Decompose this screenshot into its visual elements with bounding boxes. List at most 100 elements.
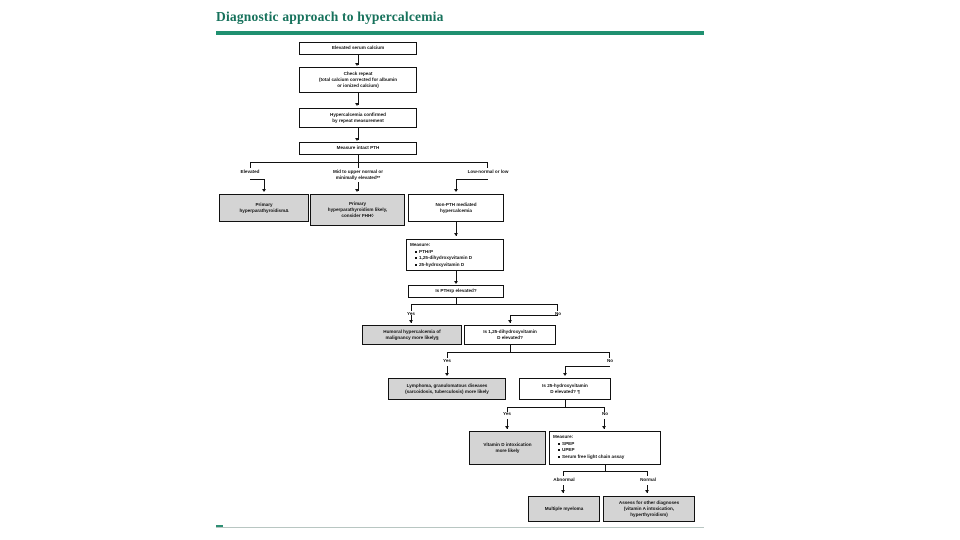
measure-labs-list: PTHrP 1,25-dihydroxyvitamin D 25-hydroxy… bbox=[410, 248, 472, 268]
connector-pth-left bbox=[250, 162, 251, 168]
connector-spep-bus bbox=[563, 471, 647, 472]
connector-pth-mid bbox=[357, 162, 359, 168]
edge-label-spep-abnormal: Abnormal bbox=[553, 477, 575, 482]
arrow-n7-n8 bbox=[453, 233, 458, 236]
edge-label-vitd125-no: No bbox=[606, 358, 614, 363]
connector-pthrp-right bbox=[557, 304, 558, 311]
connector-spep-left bbox=[563, 471, 564, 476]
connector-pth-bus bbox=[250, 162, 487, 163]
edge-label-pthrp-no: No bbox=[554, 311, 562, 316]
arrow-to-primary-hpt bbox=[261, 189, 266, 192]
page-title: Diagnostic approach to hypercalcemia bbox=[216, 9, 444, 24]
list-item: PTHrP bbox=[415, 249, 472, 255]
connector-vitd25-right bbox=[604, 407, 605, 412]
node-is-125-dihydroxyvitamin-d-elevated: Is 1,25-dihydroxyvitamin D elevated? bbox=[464, 325, 556, 345]
connector-vitd125-left bbox=[447, 352, 448, 358]
list-item: 1,25-dihydroxyvitamin D bbox=[415, 255, 472, 261]
connector-pth-right-jog bbox=[456, 179, 488, 180]
node-vitamin-d-intoxication: Vitamin D intoxication more likely bbox=[469, 431, 546, 465]
arrow-n3-n4 bbox=[355, 138, 359, 141]
node-check-repeat: Check repeat (total calcium corrected fo… bbox=[299, 67, 417, 93]
connector-spep-abnormal-drop bbox=[563, 485, 564, 493]
node-primary-hpt-likely-fhh: Primary hyperparathyroidism likely, cons… bbox=[310, 194, 405, 226]
arrow-pthrp-yes bbox=[408, 320, 413, 323]
connector-n1-n2 bbox=[357, 55, 359, 65]
connector-spep-normal-drop bbox=[647, 485, 648, 493]
connector-pth-left-jog bbox=[250, 179, 265, 180]
connector-vitd25-stem bbox=[565, 400, 566, 407]
connector-vitd125-no-drop bbox=[565, 366, 566, 375]
arrow-vitd125-no bbox=[562, 373, 567, 376]
arrow-vitd25-no bbox=[601, 426, 606, 429]
edge-label-pthrp-yes: Yes bbox=[407, 311, 415, 316]
measure-labs-heading: Measure: bbox=[410, 242, 431, 247]
edge-label-pth-low: Low-normal or low bbox=[467, 169, 509, 174]
arrow-to-primary-hpt-likely bbox=[355, 189, 359, 192]
connector-vitd125-bus bbox=[447, 352, 609, 353]
node-measure-labs: Measure: PTHrP 1,25-dihydroxyvitamin D 2… bbox=[406, 239, 504, 271]
connector-pthrp-no-drop bbox=[510, 315, 511, 323]
arrow-n2-n3 bbox=[355, 103, 359, 106]
myeloma-labs-list: SPEP UPEP Serum free light chain assay bbox=[553, 440, 624, 460]
edge-label-vitd25-yes: Yes bbox=[503, 411, 511, 416]
edge-label-pth-mid-l1: Mid to upper normal or bbox=[332, 169, 384, 174]
arrow-n1-n2 bbox=[355, 63, 359, 66]
list-item: UPEP bbox=[558, 447, 624, 453]
list-item: SPEP bbox=[558, 441, 624, 447]
node-lymphoma-granulomatous: Lymphoma, granulomatous diseases (sarcoi… bbox=[388, 378, 506, 400]
connector-vitd25-no-drop bbox=[604, 419, 605, 429]
edge-label-vitd125-yes: Yes bbox=[443, 358, 451, 363]
connector-pthrp-bus bbox=[411, 304, 557, 305]
connector-vitd25-left bbox=[507, 407, 508, 412]
connector-vitd25-yes-drop bbox=[507, 419, 508, 429]
footer-accent-tick bbox=[216, 525, 223, 528]
arrow-to-non-pth bbox=[453, 189, 458, 192]
connector-n7-n8 bbox=[456, 222, 457, 236]
connector-pth-left-drop bbox=[264, 179, 265, 191]
node-non-pth-mediated-hypercalcemia: Non-PTH mediated hypercalcemia bbox=[408, 194, 504, 222]
connector-spep-right bbox=[647, 471, 648, 476]
arrow-vitd25-yes bbox=[504, 426, 509, 429]
edge-label-pth-mid: Mid to upper normal or minimally elevate… bbox=[310, 169, 406, 181]
footer-divider bbox=[216, 527, 704, 528]
node-measure-intact-pth: Measure intact PTH bbox=[299, 142, 417, 155]
connector-vitd125-yes-drop bbox=[447, 366, 448, 375]
connector-pth-right bbox=[487, 162, 488, 168]
list-item: Serum free light chain assay bbox=[558, 454, 624, 460]
node-hypercalcemia-confirmed: Hypercalcemia confirmed by repeat measur… bbox=[299, 108, 417, 128]
edge-label-vitd25-no: No bbox=[601, 411, 609, 416]
myeloma-labs-heading: Measure: bbox=[553, 434, 574, 439]
node-humoral-hypercalcemia-malignancy: Humoral hypercalcemia of malignancy more… bbox=[362, 325, 462, 345]
node-multiple-myeloma: Multiple myeloma bbox=[528, 496, 600, 522]
node-is-25-hydroxyvitamin-d-elevated: Is 25-hydroxyvitamin D elevated? ¶ bbox=[519, 378, 611, 400]
connector-vitd25-bus bbox=[507, 407, 604, 408]
connector-pth-stem bbox=[357, 155, 359, 162]
arrow-spep-abnormal bbox=[560, 490, 565, 493]
arrow-vitd125-yes bbox=[444, 373, 449, 376]
connector-pth-right-drop bbox=[456, 179, 457, 191]
connector-pth-mid-drop bbox=[357, 182, 359, 191]
connector-vitd125-no-jog bbox=[565, 366, 610, 367]
list-item: 25-hydroxyvitamin D bbox=[415, 262, 472, 268]
connector-pthrp-left bbox=[411, 304, 412, 311]
edge-label-pth-mid-l2: minimally elevated** bbox=[335, 174, 381, 180]
connector-n2-n3 bbox=[357, 93, 359, 105]
connector-vitd125-right bbox=[609, 352, 610, 358]
edge-label-pth-elevated: Elevated bbox=[240, 169, 260, 174]
arrow-spep-normal bbox=[644, 490, 649, 493]
node-elevated-serum-calcium: Elevated serum calcium bbox=[299, 42, 417, 55]
connector-spep-stem bbox=[605, 465, 606, 471]
connector-pthrp-yes-drop bbox=[411, 315, 412, 323]
connector-n3-n4 bbox=[357, 128, 359, 140]
connector-pthrp-stem bbox=[456, 298, 457, 304]
connector-n8-n9 bbox=[456, 271, 457, 283]
connector-vitd125-stem bbox=[510, 345, 511, 352]
connector-pthrp-no-jog bbox=[510, 315, 558, 316]
node-is-pthrp-elevated: Is PTHrp elevated? bbox=[408, 285, 504, 298]
title-divider bbox=[216, 31, 704, 35]
node-primary-hyperparathyroidism: Primary hyperparathyroidismΔ bbox=[219, 194, 309, 222]
node-measure-myeloma-labs: Measure: SPEP UPEP Serum free light chai… bbox=[549, 431, 661, 465]
arrow-n8-n9 bbox=[453, 281, 458, 284]
node-assess-other-diagnoses: Assess for other diagnoses (vitamin A in… bbox=[603, 496, 695, 522]
